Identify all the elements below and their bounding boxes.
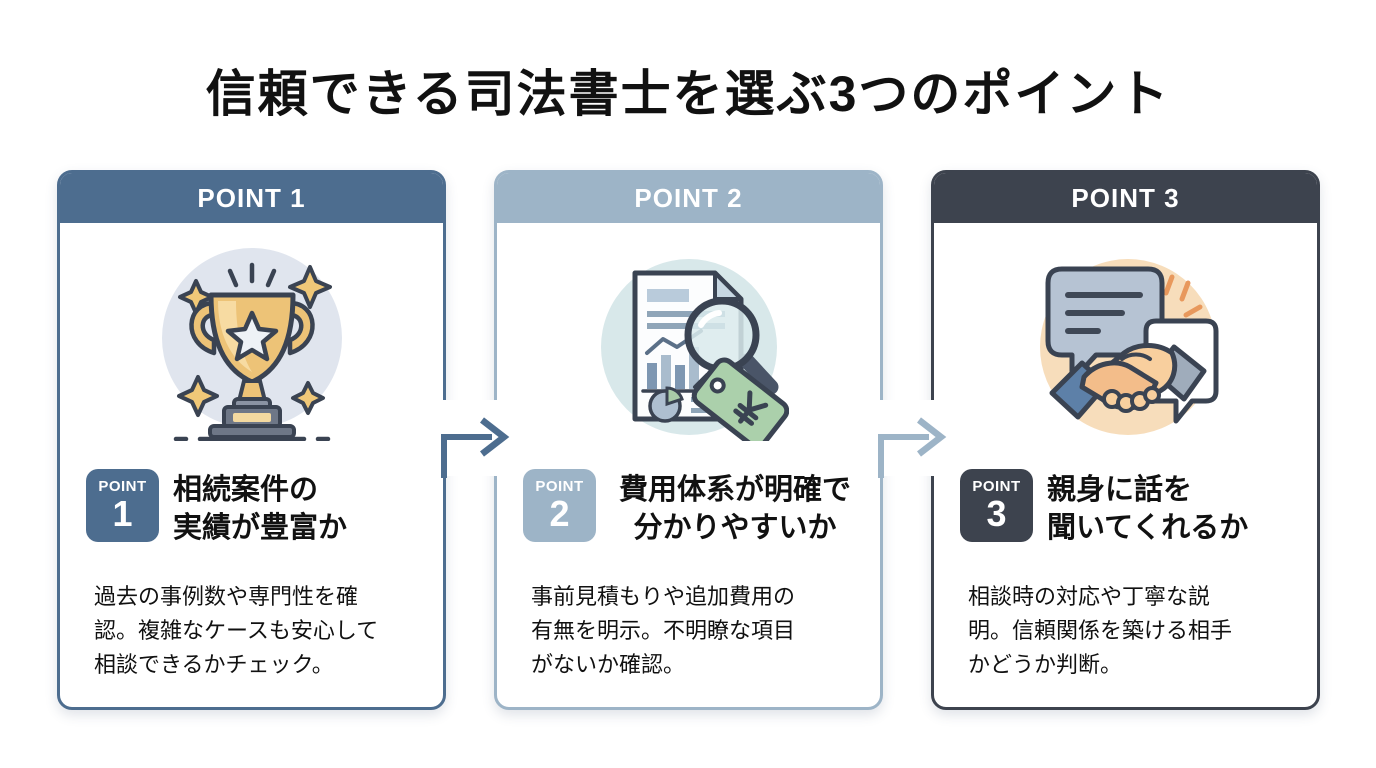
point-card-1: POINT 1 — [57, 170, 446, 710]
document-magnifier-icon — [497, 241, 880, 441]
arrow-right-icon — [871, 400, 991, 478]
card-3-description: 相談時の対応や丁寧な説 明。信頼関係を築ける相手 かどうか判断。 — [968, 583, 1233, 677]
point-2-badge: POINT 2 — [523, 469, 596, 542]
card-3-header: POINT 3 — [934, 173, 1317, 223]
arrow-right-icon — [434, 400, 554, 478]
badge-row: POINT 1 相続案件の 実績が豊富か — [86, 469, 423, 548]
point-card-3: POINT 3 — [931, 170, 1320, 710]
card-3-heading: 親身に話を 聞いてくれるか — [1047, 474, 1249, 545]
badge-row: POINT 2 費用体系が明確で 分かりやすいか — [523, 469, 860, 548]
trophy-icon — [60, 241, 443, 441]
card-2-header: POINT 2 — [497, 173, 880, 223]
point-1-badge: POINT 1 — [86, 469, 159, 542]
handshake-icon — [934, 241, 1317, 441]
page-title: 信頼できる司法書士を選ぶ3つのポイント — [205, 66, 1171, 122]
card-2-heading: 費用体系が明確で 分かりやすいか — [618, 474, 851, 545]
point-3-badge: POINT 3 — [960, 469, 1033, 542]
card-2-description: 事前見積もりや追加費用の 有無を明示。不明瞭な項目 がないか確認。 — [531, 583, 796, 677]
points-row: POINT 1 — [57, 170, 1320, 710]
card-1-description: 過去の事例数や専門性を確 認。複雑なケースも安心して 相談できるかチェック。 — [94, 583, 379, 677]
card-1-heading: 相続案件の 実績が豊富か — [173, 474, 348, 545]
badge-row: POINT 3 親身に話を 聞いてくれるか — [960, 469, 1297, 548]
card-1-header: POINT 1 — [60, 173, 443, 223]
